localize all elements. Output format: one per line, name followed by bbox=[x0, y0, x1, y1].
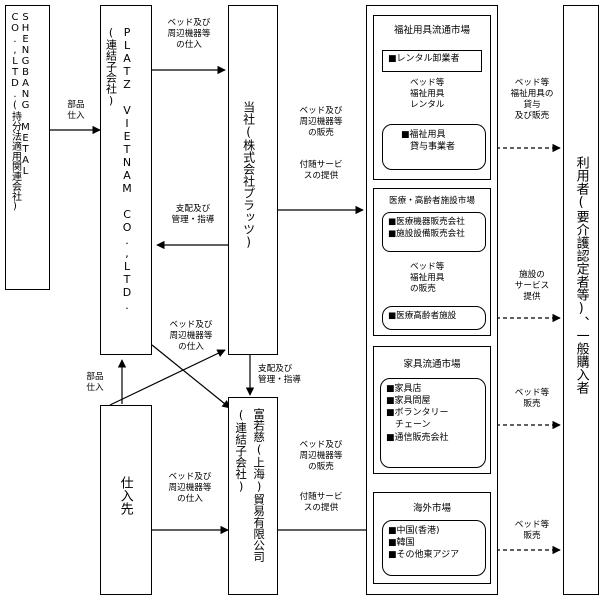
medical-dealer-box: ■医療機器販売会社 ■施設設備販売会社 bbox=[382, 212, 486, 252]
users-box: 利用者(要介護認定者等)、一般購入者 bbox=[563, 5, 599, 595]
label-shanghai-sales: ベッド及び 周辺機器等 の販売 bbox=[299, 440, 343, 472]
label-welfare-inner: ベッド等 福祉用具 レンタル bbox=[410, 78, 445, 110]
supplier-label: 仕入先 bbox=[117, 476, 133, 515]
arrow-supplier-to-company bbox=[109, 349, 226, 406]
platz-vietnam-box: PLATZ VIETNAM CO.,LTD. (連結子会社) bbox=[100, 5, 152, 355]
label-parts-supply-1: 部品 仕入 bbox=[67, 100, 85, 121]
rental-wholesale-box: ■レンタル卸業者 bbox=[382, 50, 482, 72]
shengbang-label: SHENGBANG METAL CO.,LTD.(持分法適用関連会社) bbox=[9, 12, 32, 212]
market-overseas-title: 海外市場 bbox=[412, 503, 451, 514]
label-furniture-out: ベッド等 販売 bbox=[514, 388, 550, 409]
market-medical-title: 医療・高齢者施設市場 bbox=[389, 196, 475, 206]
platz-vietnam-sub: (連結子会社) bbox=[104, 26, 118, 107]
company-box: 当社(株式会社プラッツ) bbox=[228, 5, 278, 355]
label-control-guide-2: 支配及び 管理・指導 bbox=[258, 364, 301, 385]
company-label: 当社(株式会社プラッツ) bbox=[241, 101, 256, 249]
shanghai-box: 富若慈(上海)貿易有限公司 (連結子会社) bbox=[228, 397, 278, 595]
label-control-guide-1: 支配及び 管理・指導 bbox=[171, 204, 215, 225]
market-welfare-title: 福祉用具流通市場 bbox=[393, 25, 470, 36]
furniture-retailers-box: ■家具店 ■家具問屋 ■ボランタリー チェーン ■通信販売会社 bbox=[380, 378, 486, 468]
welfare-lender-box: ■福祉用具 貸与事業者 bbox=[382, 124, 486, 170]
label-medical-out: 施設の サービス 提供 bbox=[514, 270, 550, 302]
arrow-vn-to-shanghai bbox=[151, 344, 231, 409]
shanghai-sub: (連結子会社) bbox=[234, 408, 249, 494]
supplier-box: 仕入先 bbox=[100, 405, 152, 595]
label-welfare-out: ベッド等 福祉用具の 貸与 及び販売 bbox=[510, 78, 554, 121]
label-beds-supply-supplier: ベッド及び 周辺機器等 の仕入 bbox=[168, 472, 212, 504]
overseas-region-box: ■中国(香港) ■韓国 ■その他東アジア bbox=[382, 520, 486, 576]
shanghai-label: 富若慈(上海)貿易有限公司 bbox=[252, 408, 267, 563]
label-company-sales: ベッド及び 周辺機器等 の販売 bbox=[299, 106, 343, 138]
label-parts-supply-2: 部品 仕入 bbox=[86, 372, 104, 393]
platz-vietnam-label: PLATZ VIETNAM CO.,LTD. bbox=[120, 26, 134, 312]
label-company-service: 付随サービ スの提供 bbox=[299, 160, 343, 181]
shengbang-box: SHENGBANG METAL CO.,LTD.(持分法適用関連会社) bbox=[5, 5, 50, 290]
users-label: 利用者(要介護認定者等)、一般購入者 bbox=[573, 156, 589, 394]
label-beds-supply-vn: ベッド及び 周辺機器等 の仕入 bbox=[167, 18, 211, 50]
label-beds-supply-cross: ベッド及び 周辺機器等 の仕入 bbox=[169, 320, 213, 352]
medical-facility-box: ■医療高齢者施設 bbox=[382, 306, 486, 330]
label-medical-inner: ベッド等 福祉用具 の販売 bbox=[410, 262, 445, 294]
label-overseas-out: ベッド等 販売 bbox=[514, 520, 550, 541]
label-shanghai-service: 付随サービ スの提供 bbox=[299, 492, 343, 513]
market-furniture-title: 家具流通市場 bbox=[403, 359, 461, 370]
